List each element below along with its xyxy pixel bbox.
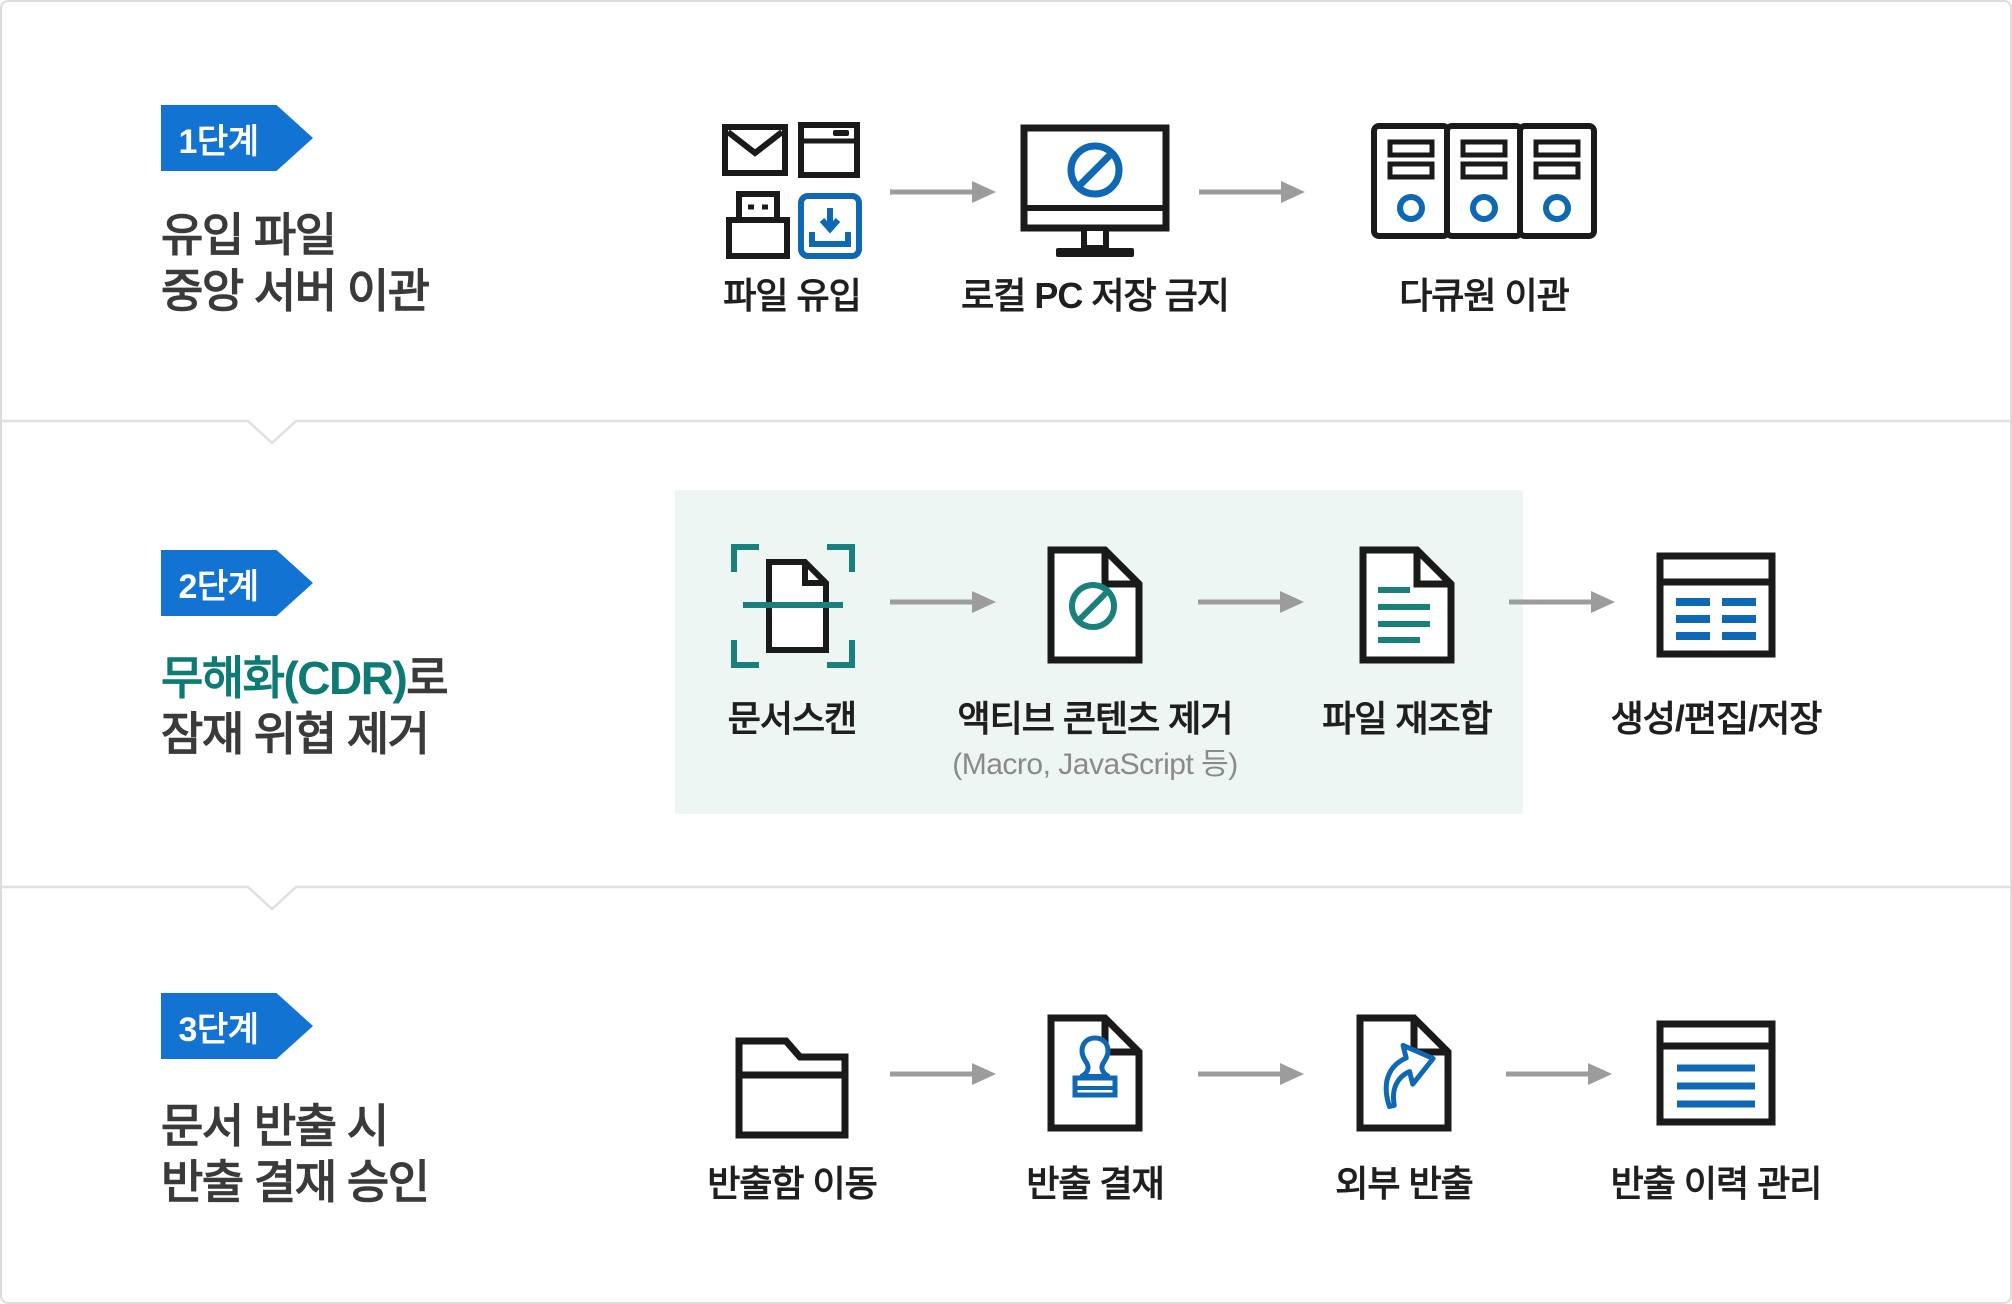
step-2-title: 무해화(CDR)로 잠재 위협 제거 (161, 650, 449, 762)
section-divider-1 (2, 419, 2010, 445)
step-3-item-3-label: 외부 반출 (1335, 1163, 1473, 1204)
monitor-block-icon (1020, 124, 1170, 265)
step-3-title-line2: 반출 결재 승인 (161, 1156, 430, 1208)
step-2-badge: 2단계 (161, 550, 313, 616)
flow-arrow-icon (1506, 1063, 1612, 1085)
server-tower-icon (1371, 123, 1451, 239)
document-share-icon (1356, 1014, 1452, 1137)
section-divider-2 (2, 885, 2010, 911)
flow-arrow-icon (1509, 591, 1615, 613)
download-icon (798, 193, 862, 259)
prohibition-icon (1069, 582, 1117, 630)
step-1-item-3-label: 다큐원 이관 (1399, 275, 1570, 316)
server-rack-icon (1370, 122, 1598, 245)
step-2-title-line1: 무해화(CDR)로 (161, 650, 449, 706)
document-scan-icon (729, 542, 857, 675)
flow-arrow-icon (890, 1063, 996, 1085)
step-2-item-2-label: 액티브 콘텐츠 제거 (957, 698, 1234, 739)
mail-icon (722, 124, 788, 176)
step-1-title: 유입 파일 중앙 서버 이관 (161, 207, 430, 319)
share-arrow-icon (1383, 1042, 1436, 1109)
step-1-title-line1: 유입 파일 (161, 209, 337, 261)
step-2-item-4-label: 생성/편집/저장 (1610, 698, 1823, 739)
flow-arrow-icon (1199, 181, 1305, 203)
flow-arrow-icon (890, 591, 996, 613)
stamp-icon (1072, 1035, 1118, 1098)
flow-arrow-icon (1198, 591, 1304, 613)
server-tower-icon (1444, 123, 1524, 239)
document-stamp-icon (1047, 1014, 1143, 1137)
browser-icon (798, 122, 860, 178)
step-3-title: 문서 반출 시 반출 결재 승인 (161, 1098, 430, 1210)
step-2-badge-label: 2단계 (178, 567, 259, 606)
file-inflow-icons (722, 120, 862, 267)
step-3-item-1-label: 반출함 이동 (707, 1163, 878, 1204)
step-3-item-2-label: 반출 결재 (1026, 1163, 1164, 1204)
document-lines-icon (1359, 546, 1455, 669)
usb-icon (726, 191, 790, 259)
flow-arrow-icon (1198, 1063, 1304, 1085)
step-3-badge: 3단계 (161, 993, 313, 1059)
step-1-item-2-label: 로컬 PC 저장 금지 (961, 275, 1230, 316)
step-2-item-1-label: 문서스캔 (727, 698, 857, 739)
window-lines-icon (1656, 1020, 1776, 1131)
flow-arrow-icon (890, 181, 996, 203)
step-2-item-2-sublabel: (Macro, JavaScript 등) (952, 748, 1238, 781)
step-2-title-line2: 잠재 위협 제거 (161, 708, 430, 760)
step-1-title-line2: 중앙 서버 이관 (161, 265, 430, 317)
step-2-title-line1-rest: 로 (406, 652, 448, 704)
cdr-highlight-text: 무해화(CDR) (161, 652, 408, 704)
step-1-item-1-label: 파일 유입 (723, 275, 861, 316)
prohibition-icon (1067, 142, 1123, 198)
step-3-badge-label: 3단계 (178, 1010, 259, 1049)
window-grid-icon (1656, 552, 1776, 663)
step-2-item-3-label: 파일 재조합 (1322, 698, 1493, 739)
document-block-icon (1047, 546, 1143, 669)
step-1-badge: 1단계 (161, 105, 313, 171)
step-3-title-line1: 문서 반출 시 (161, 1100, 389, 1152)
server-tower-icon (1517, 123, 1597, 239)
step-1-badge-label: 1단계 (178, 122, 259, 161)
step-3-item-4-label: 반출 이력 관리 (1610, 1163, 1823, 1204)
folder-icon (734, 1027, 850, 1144)
